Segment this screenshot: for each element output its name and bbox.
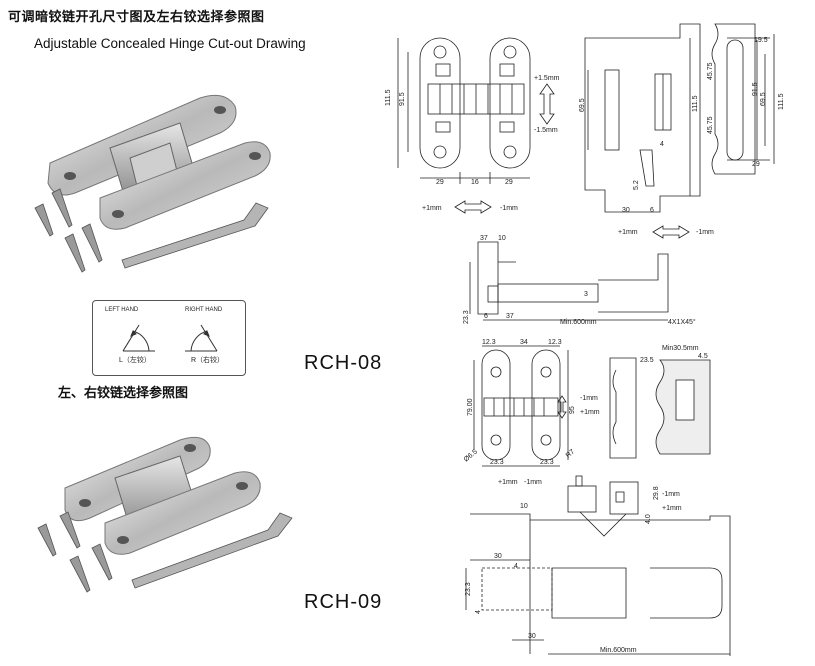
dim-text: 4X1X45°: [668, 318, 696, 326]
dim-text: 10: [520, 503, 528, 510]
rch09-plan-view: [465, 513, 731, 656]
right-hand-cn: R（右铰）: [191, 357, 225, 364]
model-label-rch08: RCH-08: [304, 352, 383, 374]
dim-text: -1mm: [500, 205, 518, 212]
dim-text: 23.3: [463, 310, 470, 324]
dim-text: -1mm: [524, 479, 542, 486]
hand-selector-caption: 左、右铰链选择参照图: [58, 386, 189, 401]
dim-text: 95: [569, 406, 576, 414]
dim-text: +1mm: [618, 229, 638, 236]
dim-text: 4: [475, 610, 482, 614]
dim-text: -1mm: [662, 491, 680, 498]
dim-text: Min.600mm: [600, 647, 637, 654]
dim-text: 3: [584, 291, 588, 298]
rch08-cutout-view: [711, 23, 775, 175]
dim-text: 79.00: [467, 398, 474, 416]
dim-text: 37: [480, 235, 488, 242]
dim-text: 69.5: [579, 98, 586, 112]
dim-text: 12.3: [482, 339, 496, 346]
dim-text: 30: [494, 553, 502, 560]
hinge-photo-rch08: [34, 94, 271, 273]
dim-text: +1mm: [580, 409, 600, 416]
dim-text: 5.2: [633, 180, 640, 190]
right-hand-label: RIGHT HAND: [185, 307, 223, 313]
dim-text: R7: [565, 448, 576, 459]
dim-text: 23.3: [540, 459, 554, 466]
dim-text: 91.5: [752, 82, 759, 96]
dim-text: 10: [498, 235, 506, 242]
dim-text: 23.3: [490, 459, 504, 466]
dim-text: 69.5: [760, 92, 767, 106]
dim-text: 19.5: [754, 37, 768, 44]
dim-text: 23.3: [465, 582, 472, 596]
dim-text: 30: [528, 633, 536, 640]
dim-text: 91.5: [399, 92, 406, 106]
left-hand-label: LEFT HAND: [105, 307, 139, 313]
page-title-cn: 可调暗铰链开孔尺寸图及左右铰选择参照图: [8, 10, 265, 25]
rch09-front-view: [473, 345, 569, 467]
rch09-adjust-view: [567, 475, 639, 537]
dim-text: 111.5: [778, 93, 785, 110]
dim-text: +1mm: [422, 205, 442, 212]
dim-text: 111.5: [385, 89, 392, 106]
dim-text: +1.5mm: [534, 75, 560, 82]
dim-text: 12.3: [548, 339, 562, 346]
dim-text: +1mm: [498, 479, 518, 486]
dim-text: Min30.5mm: [662, 345, 699, 352]
dim-text: 29: [505, 179, 513, 186]
dim-text: 34: [520, 339, 528, 346]
hand-direction-icon: [122, 324, 218, 352]
dim-text: 6: [484, 313, 488, 320]
dim-text: 4.0: [645, 514, 652, 524]
dim-text: 16: [471, 179, 479, 186]
dim-text: 37: [506, 313, 514, 320]
dim-text: 6: [650, 207, 654, 214]
left-hand-cn: L（左铰）: [119, 357, 151, 364]
dim-text: 45.75: [707, 116, 714, 134]
dim-text: 29.8: [653, 486, 660, 500]
dim-text: +1mm: [662, 505, 682, 512]
rch08-front-view: [397, 37, 555, 214]
model-label-rch09: RCH-09: [304, 591, 383, 613]
dim-text: 23.5: [640, 357, 654, 364]
dim-text: Ø6.5: [463, 448, 479, 463]
hinge-photo-rch09: [37, 436, 293, 593]
dim-text: Min.600mm: [560, 319, 597, 326]
dim-text: 4: [514, 563, 518, 570]
dim-text: -1.5mm: [534, 127, 558, 134]
dim-text: 4: [660, 141, 664, 148]
dim-text: 111.5: [692, 95, 699, 112]
hand-selector-panel: LEFT HAND RIGHT HAND L（左铰） R（右铰）: [92, 300, 246, 376]
dim-text: 29: [436, 179, 444, 186]
dim-text: -1mm: [580, 395, 598, 402]
dim-text: 30: [622, 207, 630, 214]
dim-text: 45.75: [707, 62, 714, 80]
rch08-side-view: [584, 23, 701, 239]
rch08-plan-view: [469, 241, 669, 321]
page-title-en: Adjustable Concealed Hinge Cut-out Drawi…: [34, 36, 306, 51]
dim-text: -1mm: [696, 229, 714, 236]
rch09-side-view: [609, 357, 711, 459]
dim-text: 29: [752, 161, 760, 168]
dim-text: 4.5: [698, 353, 708, 360]
